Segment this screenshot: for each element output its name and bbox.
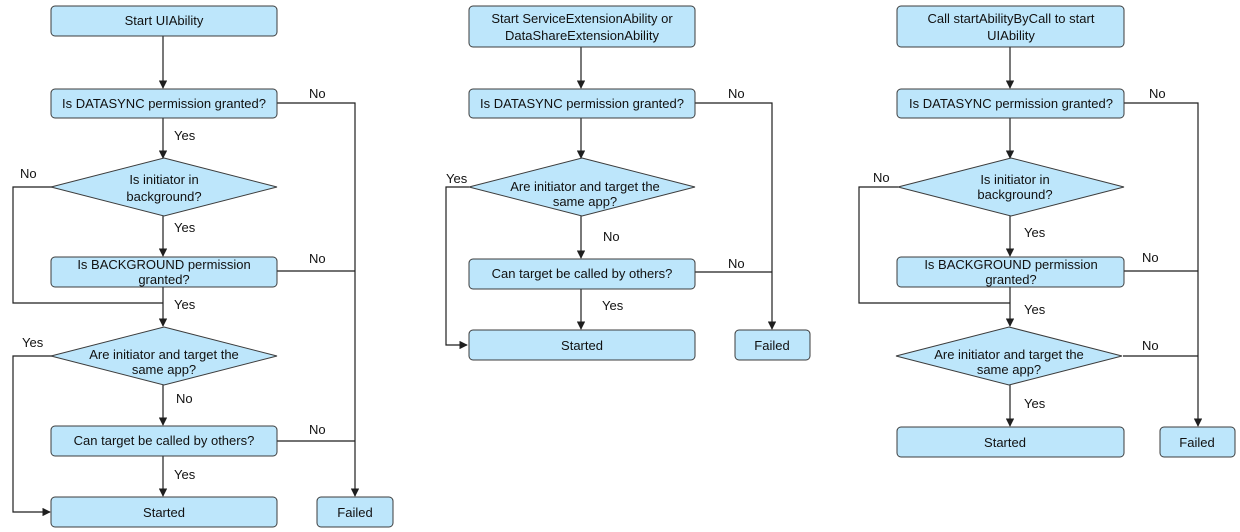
svg-text:granted?: granted? bbox=[985, 272, 1036, 287]
svg-text:UIAbility: UIAbility bbox=[987, 28, 1035, 43]
edge-background-no bbox=[12, 186, 163, 304]
svg-text:Start ServiceExtensionAbility: Start ServiceExtensionAbility or bbox=[491, 11, 673, 26]
edge-label-yes: Yes bbox=[1024, 302, 1046, 317]
datasync-node: Is DATASYNC permission granted? bbox=[50, 88, 278, 119]
svg-text:Failed: Failed bbox=[1179, 435, 1214, 450]
svg-text:Is BACKGROUND permission: Is BACKGROUND permission bbox=[77, 257, 250, 272]
edge-label-no: No bbox=[309, 422, 326, 437]
edge-sameapp-yes bbox=[445, 186, 469, 350]
svg-text:Start UIAbility: Start UIAbility bbox=[125, 13, 204, 28]
datasync-node: Is DATASYNC permission granted? bbox=[896, 88, 1125, 119]
failed-node: Failed bbox=[316, 496, 394, 528]
edge-label-no: No bbox=[309, 86, 326, 101]
start-node: Start UIAbility bbox=[50, 5, 278, 37]
svg-text:Is DATASYNC permission granted: Is DATASYNC permission granted? bbox=[62, 96, 266, 111]
called-node: Can target be called by others? bbox=[50, 425, 278, 457]
start-node: Call startAbilityByCall to start UIAbili… bbox=[896, 5, 1125, 48]
edge-label-yes: Yes bbox=[174, 297, 196, 312]
edge-label-yes: Yes bbox=[1024, 396, 1046, 411]
edge-label-no: No bbox=[20, 166, 37, 181]
svg-text:Started: Started bbox=[984, 435, 1026, 450]
bgperm-node: Is BACKGROUND permission granted? bbox=[896, 256, 1125, 288]
edge-label-yes: Yes bbox=[22, 335, 44, 350]
sameapp-decision: Are initiator and target the same app? bbox=[50, 326, 278, 386]
edge-label-yes: Yes bbox=[174, 220, 196, 235]
svg-text:Is initiator in: Is initiator in bbox=[129, 172, 198, 187]
svg-text:Is DATASYNC permission granted: Is DATASYNC permission granted? bbox=[480, 96, 684, 111]
svg-text:background?: background? bbox=[977, 187, 1052, 202]
datasync-node: Is DATASYNC permission granted? bbox=[468, 88, 696, 119]
svg-text:Can target be called by others: Can target be called by others? bbox=[74, 433, 255, 448]
edge-label-no: No bbox=[309, 251, 326, 266]
bgperm-node: Is BACKGROUND permission granted? bbox=[50, 256, 278, 288]
edge-label-no: No bbox=[873, 170, 890, 185]
edge-datasync-no bbox=[277, 102, 360, 497]
background-decision: Is initiator in background? bbox=[50, 157, 278, 217]
failed-node: Failed bbox=[734, 329, 811, 361]
svg-text:Started: Started bbox=[561, 338, 603, 353]
edge-label-no: No bbox=[603, 229, 620, 244]
svg-text:granted?: granted? bbox=[138, 272, 189, 287]
svg-text:Can target be called by others: Can target be called by others? bbox=[492, 266, 673, 281]
svg-text:same app?: same app? bbox=[977, 362, 1041, 377]
svg-text:Is DATASYNC permission granted: Is DATASYNC permission granted? bbox=[909, 96, 1113, 111]
edge-datasync-no bbox=[1123, 102, 1203, 427]
start-node: Start ServiceExtensionAbility or DataSha… bbox=[468, 5, 696, 48]
svg-text:Failed: Failed bbox=[337, 505, 372, 520]
svg-text:Are initiator and target the: Are initiator and target the bbox=[89, 347, 239, 362]
started-node: Started bbox=[50, 496, 278, 528]
svg-text:Is BACKGROUND permission: Is BACKGROUND permission bbox=[924, 257, 1097, 272]
started-node: Started bbox=[468, 329, 696, 361]
svg-text:DataShareExtensionAbility: DataShareExtensionAbility bbox=[505, 28, 659, 43]
edge-label-yes: Yes bbox=[602, 298, 624, 313]
svg-text:Are initiator and target the: Are initiator and target the bbox=[510, 179, 660, 194]
called-node: Can target be called by others? bbox=[468, 258, 696, 290]
svg-text:Started: Started bbox=[143, 505, 185, 520]
sameapp-decision: Are initiator and target the same app? bbox=[468, 157, 696, 217]
svg-text:same app?: same app? bbox=[553, 194, 617, 209]
started-node: Started bbox=[896, 426, 1125, 458]
edge-datasync-no bbox=[695, 102, 777, 330]
svg-text:Call startAbilityByCall to sta: Call startAbilityByCall to start bbox=[928, 11, 1095, 26]
edge-label-no: No bbox=[1142, 338, 1159, 353]
sameapp-decision: Are initiator and target the same app? bbox=[895, 326, 1123, 386]
edge-label-no: No bbox=[1149, 86, 1166, 101]
edge-sameapp-yes bbox=[12, 355, 52, 517]
edge-label-yes: Yes bbox=[446, 171, 468, 186]
edge-label-yes: Yes bbox=[174, 128, 196, 143]
flowchart-start-extension-ability: Start ServiceExtensionAbility or DataSha… bbox=[445, 5, 811, 361]
flowchart-start-uiability: Start UIAbility Is DATASYNC permission g… bbox=[12, 5, 394, 528]
edge-label-no: No bbox=[176, 391, 193, 406]
edge-label-no: No bbox=[728, 86, 745, 101]
edge-label-no: No bbox=[728, 256, 745, 271]
svg-text:Are initiator and target the: Are initiator and target the bbox=[934, 347, 1084, 362]
svg-text:background?: background? bbox=[126, 189, 201, 204]
svg-text:same app?: same app? bbox=[132, 362, 196, 377]
background-decision: Is initiator in background? bbox=[897, 157, 1125, 217]
svg-text:Failed: Failed bbox=[754, 338, 789, 353]
edge-label-no: No bbox=[1142, 250, 1159, 265]
svg-text:Is initiator in: Is initiator in bbox=[980, 172, 1049, 187]
failed-node: Failed bbox=[1159, 426, 1236, 458]
edge-label-yes: Yes bbox=[174, 467, 196, 482]
edge-background-no bbox=[858, 186, 1010, 304]
edge-label-yes: Yes bbox=[1024, 225, 1046, 240]
flowchart-start-ability-by-call: Call startAbilityByCall to start UIAbili… bbox=[858, 5, 1236, 458]
